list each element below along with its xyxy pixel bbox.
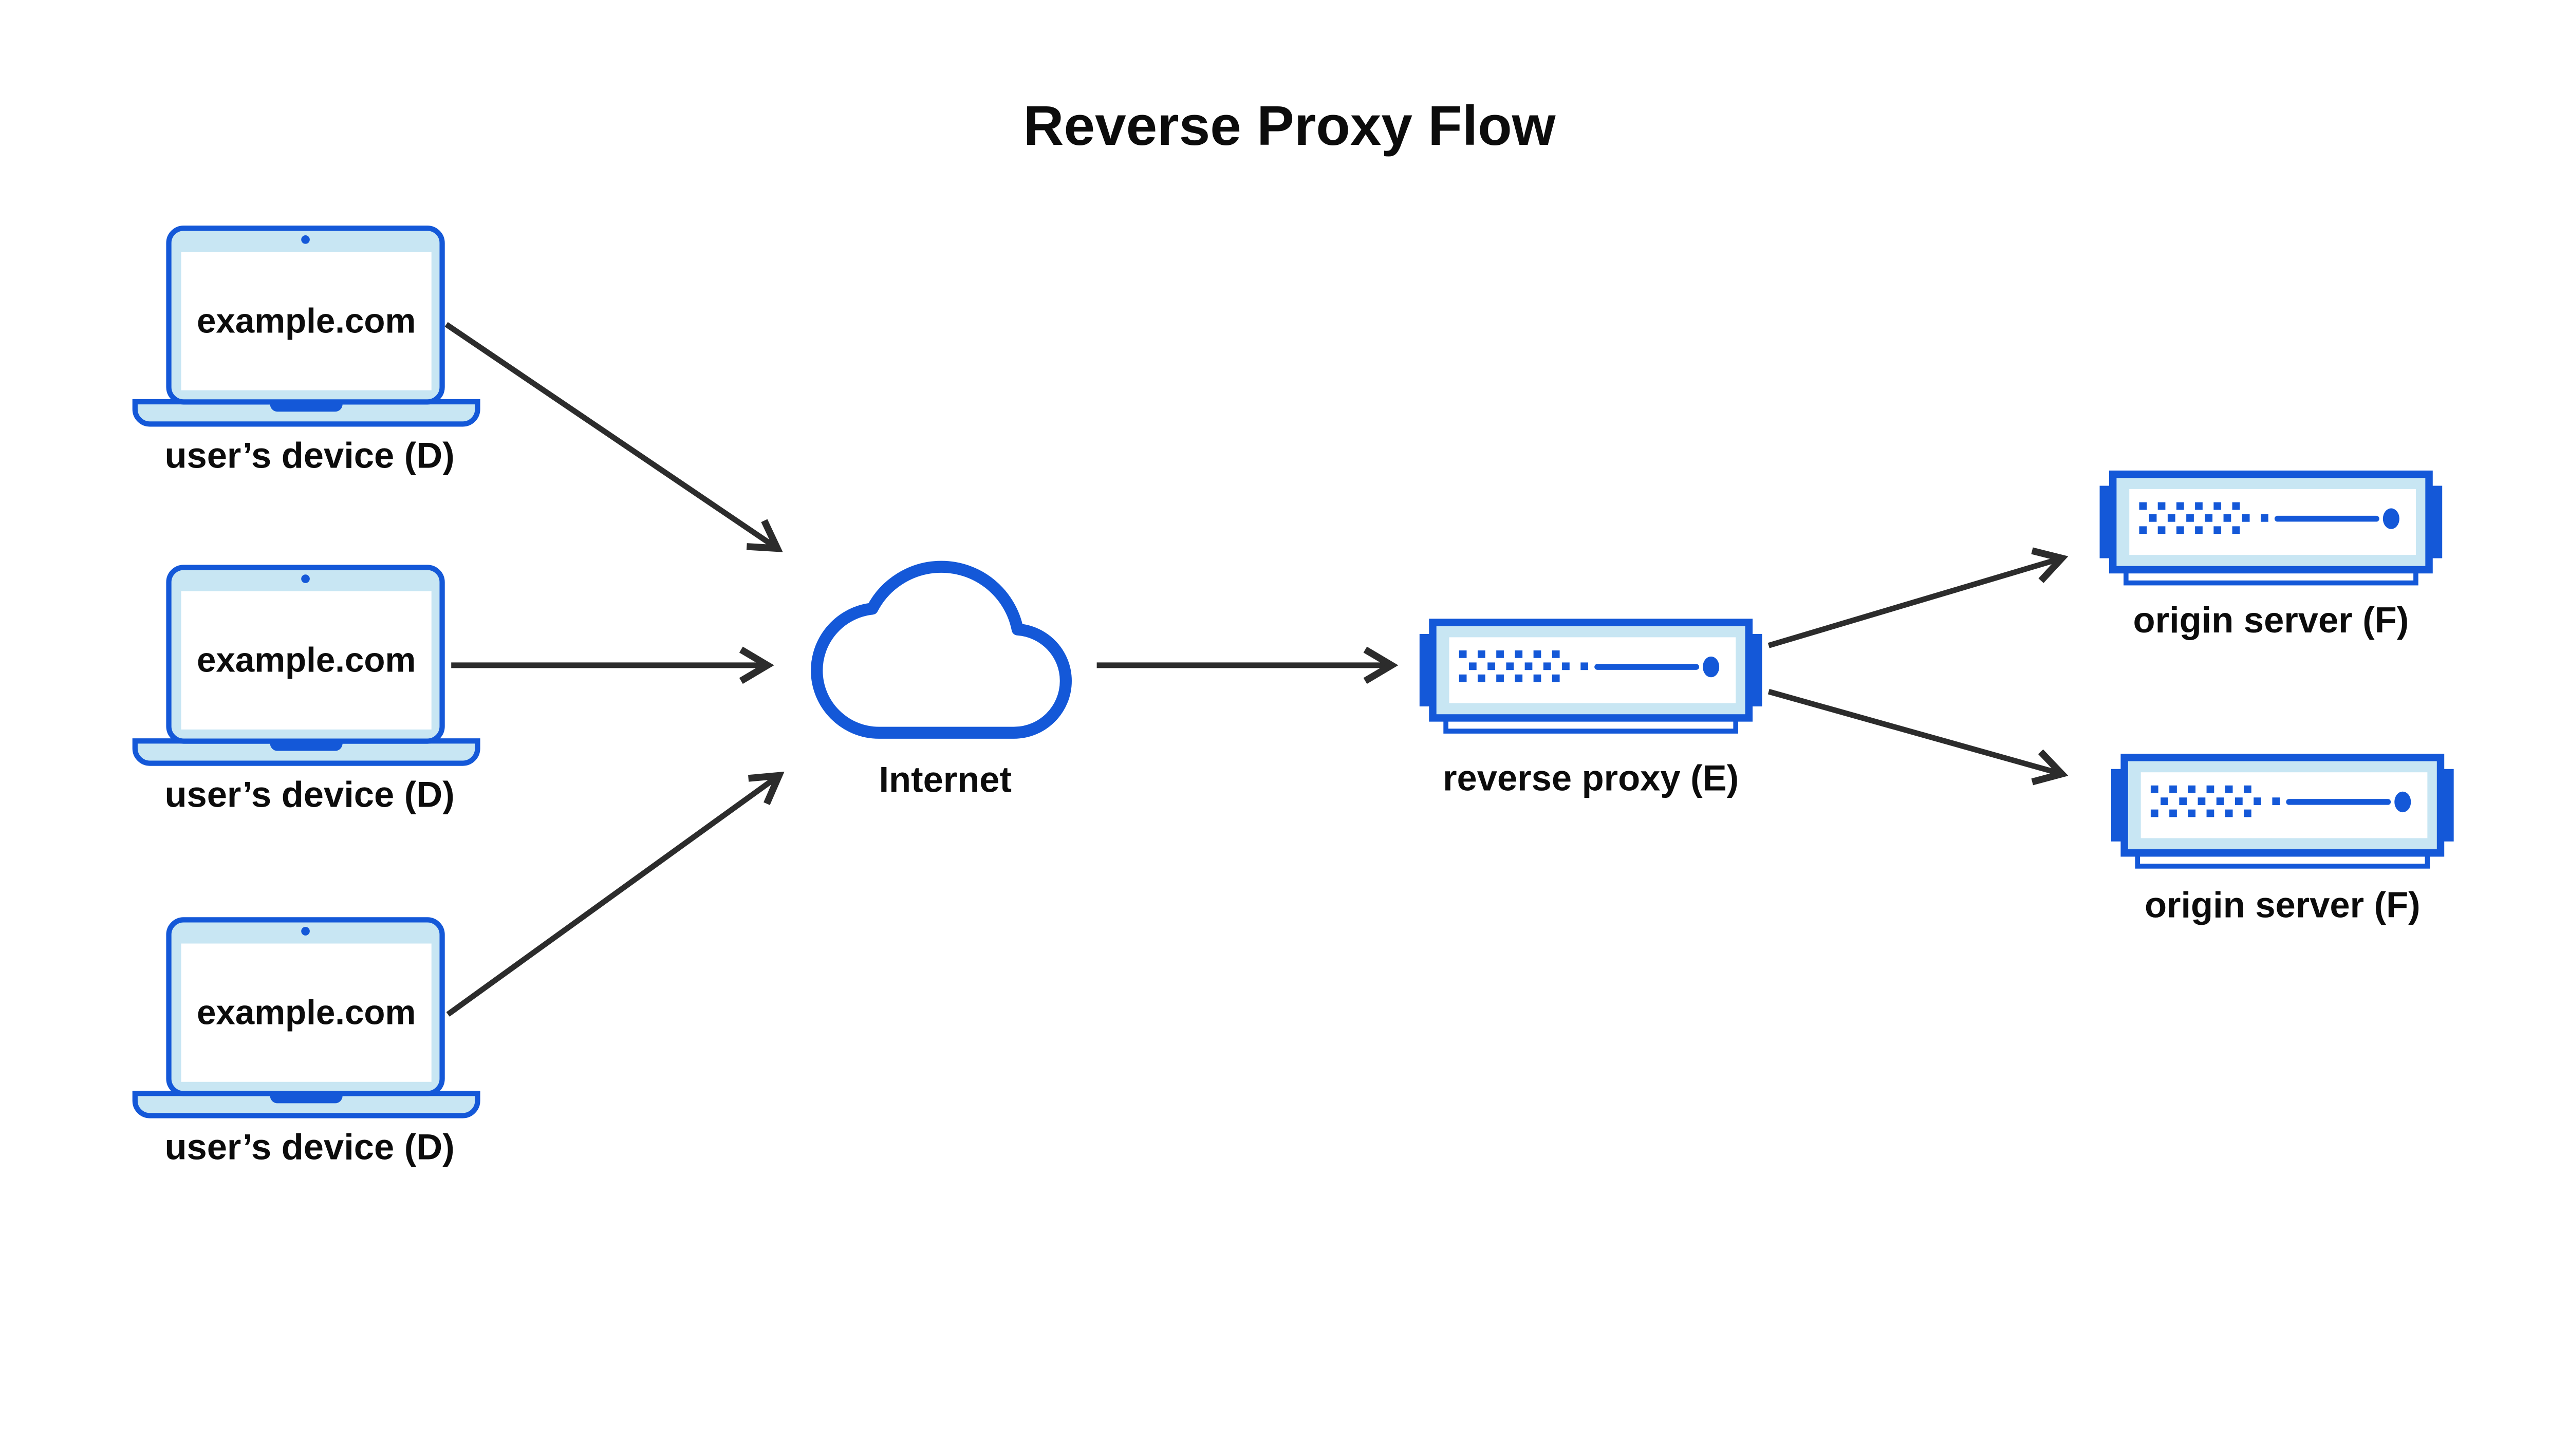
device-node-3: example.com user’s device (D): [135, 920, 478, 1167]
device-1-caption: user’s device (D): [164, 435, 454, 475]
reverse-proxy-flow-diagram: Reverse Proxy Flow example.com user’s de…: [132, 95, 2458, 1167]
origin-server-node-1: origin server (F): [2100, 474, 2443, 640]
origin-server-node-2: origin server (F): [2111, 757, 2454, 925]
device-1-screen-label: example.com: [197, 302, 416, 340]
device-2-screen-label: example.com: [197, 641, 416, 680]
reverse-proxy-node: reverse proxy (E): [1420, 623, 1762, 798]
device-node-2: example.com user’s device (D): [135, 567, 478, 815]
arrow-device1-to-internet: [444, 322, 777, 548]
server-icon: [2100, 474, 2443, 583]
page-title: Reverse Proxy Flow: [1023, 95, 1556, 157]
arrow-device3-to-internet: [446, 776, 779, 1017]
arrow-reverse-proxy-to-origin2: [1767, 688, 2062, 774]
edges: [444, 322, 2062, 1017]
device-3-screen-label: example.com: [197, 994, 416, 1032]
server-icon: [1420, 623, 1762, 732]
cloud-icon: [811, 561, 1072, 739]
internet-label: Internet: [879, 759, 1012, 800]
device-2-caption: user’s device (D): [164, 774, 454, 815]
device-3-caption: user’s device (D): [164, 1126, 454, 1167]
server-icon: [2111, 757, 2454, 866]
origin-server-1-label: origin server (F): [2133, 600, 2409, 640]
reverse-proxy-label: reverse proxy (E): [1443, 757, 1739, 798]
diagram-page: Reverse Proxy Flow example.com user’s de…: [132, 95, 2458, 1167]
origin-server-2-label: origin server (F): [2145, 884, 2421, 925]
internet-node: Internet: [811, 561, 1072, 800]
device-node-1: example.com user’s device (D): [135, 228, 478, 475]
arrow-reverse-proxy-to-origin1: [1767, 558, 2062, 648]
